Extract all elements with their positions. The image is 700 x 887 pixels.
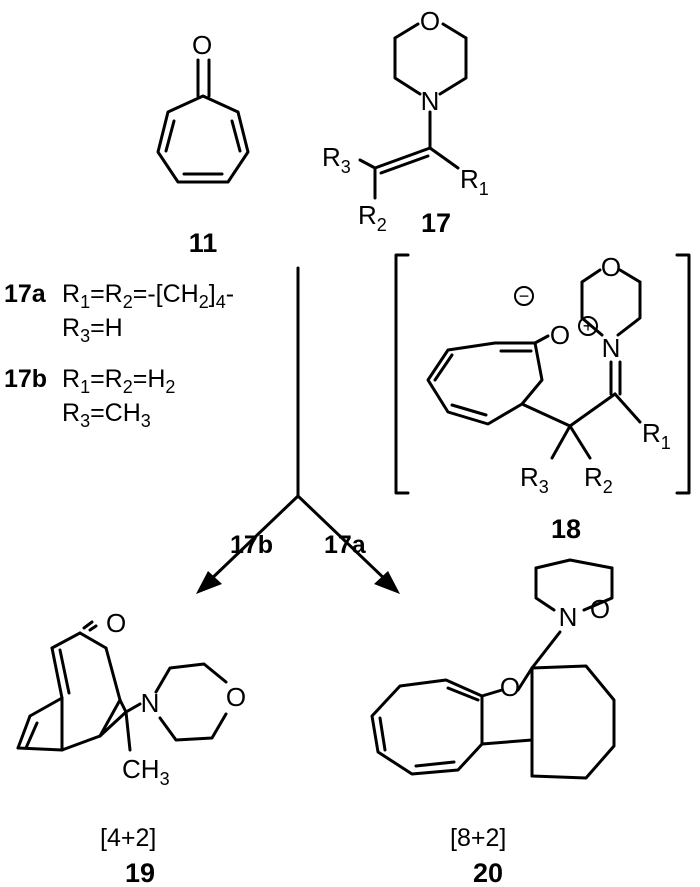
conditions-legend: 17a R1=R2=-[CH2]4- R3=H 17b R1=R2=H2 R3=… [4, 280, 234, 431]
structure-20-product: O N O [8+2] 20 [370, 558, 616, 887]
legend-17b-label: 17b [4, 365, 47, 393]
arrowhead-right [374, 571, 400, 594]
structure-18-intermediate: O − O N + R1 R3 R2 18 [394, 252, 691, 544]
structure-17-enamine: O N R3 R1 R2 17 [322, 6, 489, 238]
atom-N-plus: N [602, 333, 621, 363]
compound-label-20: 20 [473, 858, 503, 887]
atom-O: O [106, 608, 126, 638]
atom-N: N [559, 602, 578, 632]
structure-19-product: O N O CH3 [4+2] 19 [16, 608, 246, 887]
reaction-arrows: 17b 17a [196, 266, 400, 594]
charge-minus: − [519, 286, 530, 306]
compound-label-17: 17 [421, 208, 451, 238]
substituent-R3: R3 [520, 462, 549, 497]
substituent-CH3: CH3 [122, 754, 170, 789]
arrow-label-17a: 17a [324, 531, 367, 559]
atom-O: O [500, 672, 520, 702]
atom-O: O [420, 6, 440, 36]
cycloaddition-label-20: [8+2] [450, 824, 506, 852]
arrow-label-17b: 17b [230, 531, 273, 559]
substituent-R2: R2 [584, 462, 613, 497]
structure-11-tropone: O 11 [156, 30, 250, 258]
legend-17a-formula: R1=R2=-[CH2]4- [62, 280, 234, 312]
arrowhead-left [196, 571, 222, 594]
cycloaddition-label-19: [4+2] [100, 824, 156, 852]
atom-O: O [590, 594, 610, 624]
substituent-R1: R1 [642, 418, 671, 453]
legend-17a-label: 17a [4, 280, 47, 308]
legend-17a-r3: R3=H [62, 314, 123, 346]
legend-17b-r3: R3=CH3 [62, 399, 151, 431]
compound-label-19: 19 [125, 858, 155, 887]
legend-17b-formula: R1=R2=H2 [62, 365, 175, 397]
atom-O: O [601, 252, 621, 282]
substituent-R1: R1 [460, 164, 489, 199]
atom-O-minus: O [550, 320, 570, 350]
substituent-R2: R2 [358, 200, 387, 235]
substituent-R3: R3 [322, 142, 351, 177]
compound-label-11: 11 [189, 228, 218, 258]
compound-label-18: 18 [551, 514, 581, 544]
atom-N: N [141, 688, 160, 718]
atom-N: N [421, 86, 440, 116]
atom-O: O [226, 682, 246, 712]
charge-plus: + [583, 316, 594, 336]
atom-O: O [192, 30, 212, 60]
